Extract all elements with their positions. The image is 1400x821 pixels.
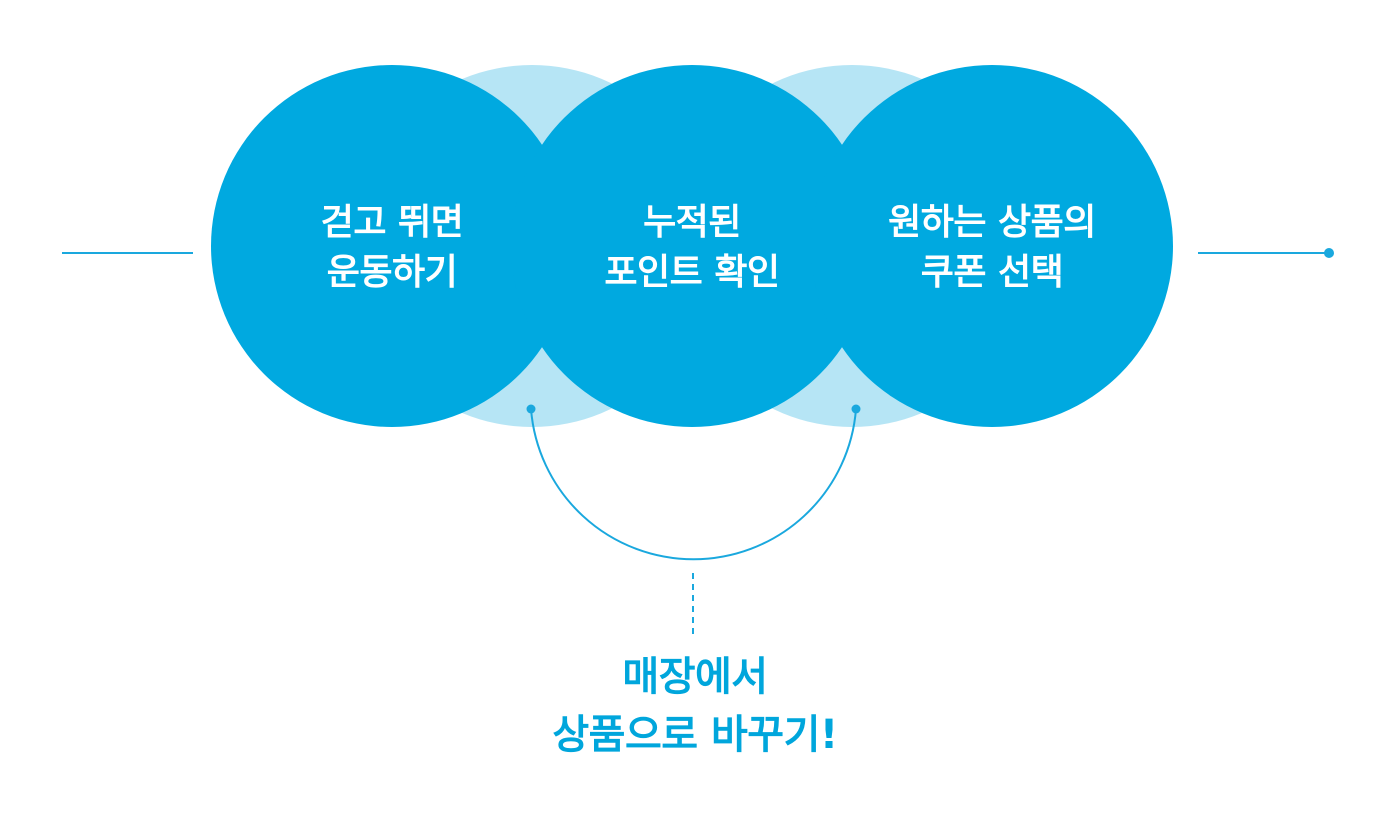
step-circle-3 [811, 65, 1173, 427]
arc-dot-left [526, 404, 536, 414]
step-1-line-1: 걷고 뛰면 [320, 202, 464, 243]
result-line-1: 매장에서 [622, 654, 768, 700]
step-1-line-2: 운동하기 [326, 252, 458, 293]
step-label-1: 걷고 뛰면 운동하기 [242, 198, 542, 298]
step-2-line-2: 포인트 확인 [604, 252, 780, 293]
step-2-line-1: 누적된 [643, 202, 741, 243]
bottom-arc [530, 408, 857, 561]
result-callout: 매장에서 상품으로 바꾸기! [450, 648, 940, 764]
step-label-3: 원하는 상품의 쿠폰 선택 [842, 198, 1142, 298]
arc-dot-right [851, 404, 861, 414]
step-3-line-1: 원하는 상품의 [888, 202, 1096, 243]
right-connector-dot [1324, 248, 1334, 258]
step-circle-1 [211, 65, 573, 427]
step-label-2: 누적된 포인트 확인 [542, 198, 842, 298]
step-circle-2 [511, 65, 873, 427]
step-3-line-2: 쿠폰 선택 [920, 252, 1064, 293]
result-line-2: 상품으로 바꾸기! [552, 712, 838, 758]
